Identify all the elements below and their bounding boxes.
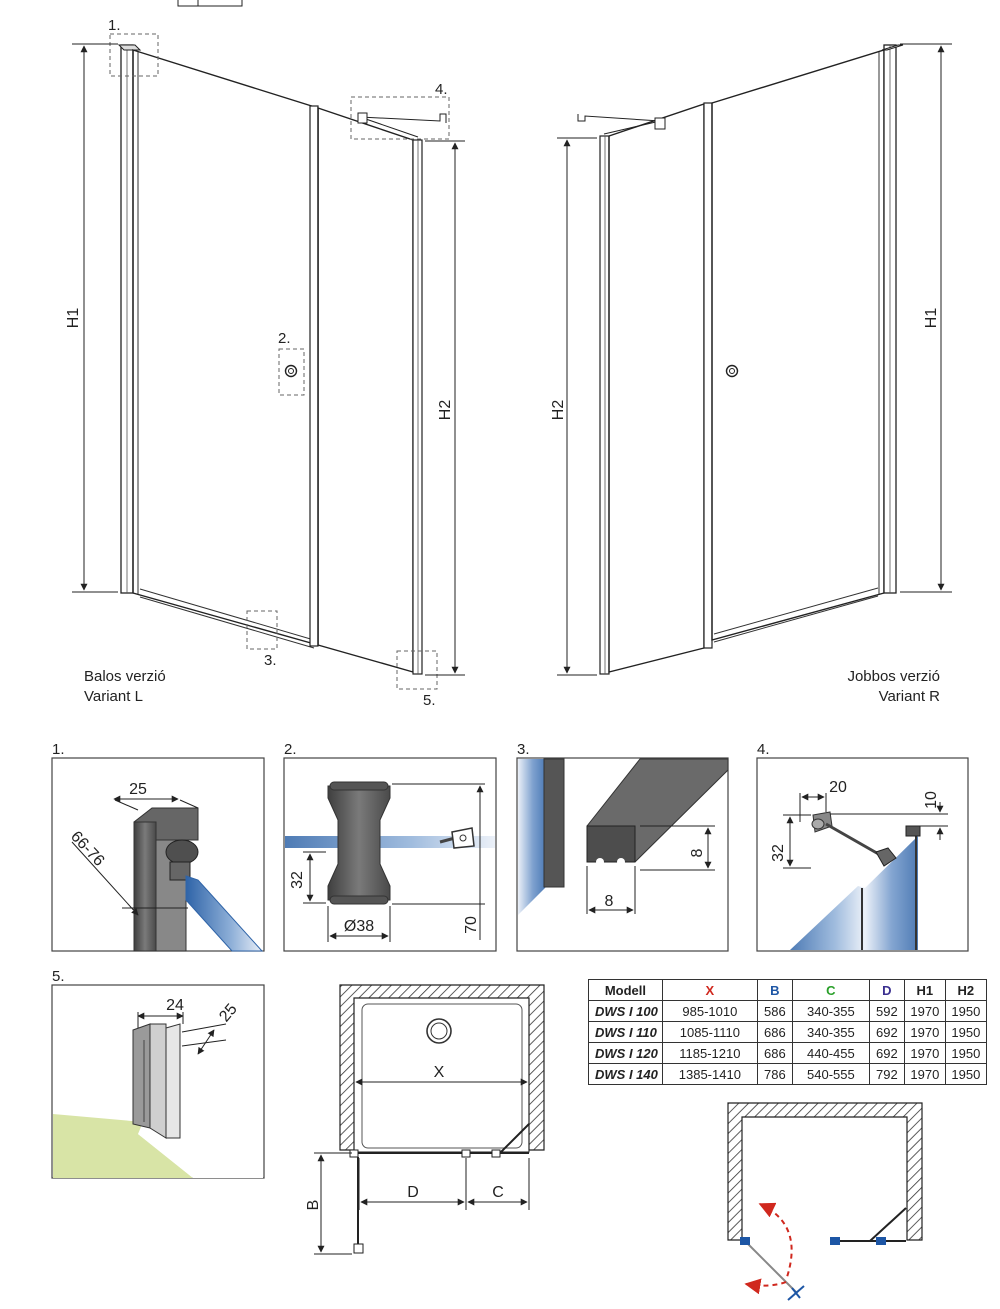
table-cell: 1085-1110 — [661, 1021, 758, 1043]
col-h1: H1 — [903, 979, 946, 1001]
table-cell: 1950 — [944, 1042, 987, 1064]
col-h2: H2 — [944, 979, 987, 1001]
detail-4-offset: 10 — [923, 791, 940, 809]
table-cell: 440-455 — [791, 1042, 870, 1064]
table-cell: 792 — [868, 1063, 905, 1085]
opening-diagram — [727, 1102, 923, 1301]
table-cell: 692 — [868, 1021, 905, 1043]
detail-2-label: 2. — [284, 741, 297, 758]
left-door-glass — [132, 49, 319, 646]
callout-box-4 — [350, 96, 450, 140]
detail-5-label: 5. — [52, 968, 65, 985]
variant-right-en: Variant R — [879, 688, 941, 705]
detail-5-panel — [51, 984, 265, 1179]
table-cell: 1385-1410 — [661, 1063, 758, 1085]
detail-4-panel — [756, 757, 969, 952]
col-modell: Modell — [588, 979, 663, 1001]
left-end-profile — [412, 139, 423, 675]
top-remnant-frame — [177, 0, 243, 7]
right-h1-label: H1 — [923, 308, 940, 329]
callout-box-1 — [109, 33, 159, 77]
right-h2-label: H2 — [550, 400, 567, 421]
col-d: D — [868, 979, 905, 1001]
table-cell: DWS I 120 — [588, 1042, 663, 1064]
callout-box-3 — [246, 610, 278, 650]
spec-table: Modell X B C D H1 H2 DWS I 100 985-1010 … — [588, 979, 987, 1085]
table-cell: 586 — [756, 1000, 793, 1022]
table-cell: 1950 — [944, 1021, 987, 1043]
detail-4-height: 32 — [770, 844, 787, 862]
table-row: DWS I 110 1085-1110 686 340-355 692 1970… — [588, 1021, 987, 1043]
table-row: DWS I 100 985-1010 586 340-355 592 1970 … — [588, 1000, 987, 1022]
callout-label-2: 2. — [278, 330, 291, 347]
detail-3-height: 8 — [689, 848, 706, 857]
table-row: DWS I 120 1185-1210 686 440-455 692 1970… — [588, 1042, 987, 1064]
detail-3-panel — [516, 757, 729, 952]
detail-2-height: 32 — [289, 871, 306, 889]
variant-right-hu: Jobbos verzió — [847, 668, 940, 685]
plan-c-label: C — [492, 1184, 504, 1201]
plan-x-label: X — [434, 1064, 445, 1081]
left-h1-label: H1 — [65, 308, 82, 329]
table-cell: 1950 — [944, 1000, 987, 1022]
detail-1-panel — [51, 757, 265, 952]
variant-right-drawing — [557, 43, 952, 676]
plan-d-label: D — [407, 1184, 419, 1201]
table-cell: 686 — [756, 1042, 793, 1064]
detail-2-diameter: Ø38 — [344, 918, 374, 935]
table-cell: DWS I 140 — [588, 1063, 663, 1085]
table-cell: 1950 — [944, 1063, 987, 1085]
detail-4-width: 20 — [829, 779, 847, 796]
right-door-glass — [711, 49, 885, 641]
right-handle — [725, 364, 739, 378]
right-end-profile — [599, 135, 610, 675]
table-cell: 592 — [868, 1000, 905, 1022]
detail-3-label: 3. — [517, 741, 530, 758]
right-fixed-glass — [608, 103, 705, 673]
table-cell: 985-1010 — [661, 1000, 758, 1022]
table-cell: 340-355 — [791, 1021, 870, 1043]
spec-table-header: Modell X B C D H1 H2 — [588, 979, 987, 1001]
detail-1-label: 1. — [52, 741, 65, 758]
detail-1-width: 25 — [129, 781, 147, 798]
callout-label-3: 3. — [264, 652, 277, 669]
table-cell: 686 — [756, 1021, 793, 1043]
table-cell: 1185-1210 — [661, 1042, 758, 1064]
variant-left-en: Variant L — [84, 688, 143, 705]
table-cell: 786 — [756, 1063, 793, 1085]
callout-label-1: 1. — [108, 17, 121, 34]
detail-3-width: 8 — [605, 893, 614, 910]
table-cell: 1970 — [903, 1021, 946, 1043]
detail-2-panel — [283, 757, 497, 952]
col-b: B — [756, 979, 793, 1001]
callout-box-2 — [278, 348, 305, 396]
variant-left-drawing — [72, 33, 465, 690]
table-cell: DWS I 110 — [588, 1021, 663, 1043]
left-fixed-glass — [317, 107, 414, 673]
table-row: DWS I 140 1385-1410 786 540-555 792 1970… — [588, 1063, 987, 1085]
plan-view — [314, 984, 545, 1255]
detail-4-label: 4. — [757, 741, 770, 758]
left-h2-label: H2 — [437, 400, 454, 421]
table-cell: 692 — [868, 1042, 905, 1064]
detail-2-total: 70 — [463, 916, 480, 934]
callout-box-5 — [396, 650, 438, 690]
callout-label-4: 4. — [435, 81, 448, 98]
callout-label-5: 5. — [423, 692, 436, 709]
left-handle — [284, 364, 298, 378]
variant-left-hu: Balos verzió — [84, 668, 166, 685]
table-cell: DWS I 100 — [588, 1000, 663, 1022]
plan-b-label: B — [305, 1200, 322, 1211]
table-cell: 540-555 — [791, 1063, 870, 1085]
table-cell: 1970 — [903, 1000, 946, 1022]
table-cell: 1970 — [903, 1063, 946, 1085]
col-x: X — [661, 979, 758, 1001]
detail-5-width: 24 — [166, 997, 184, 1014]
table-cell: 340-355 — [791, 1000, 870, 1022]
table-cell: 1970 — [903, 1042, 946, 1064]
col-c: C — [791, 979, 870, 1001]
